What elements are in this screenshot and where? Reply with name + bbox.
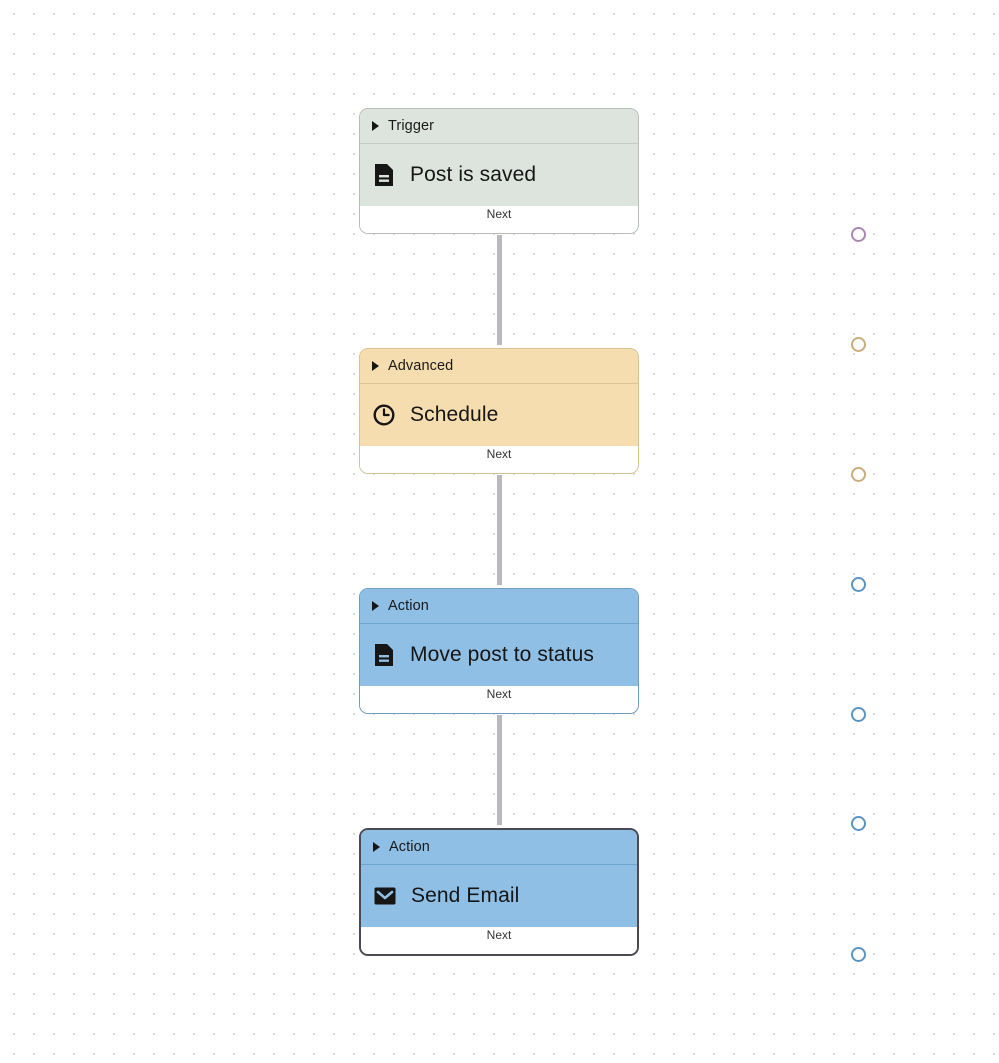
port-in-action-move[interactable] [851,577,866,592]
node-header-trigger[interactable]: Trigger [360,109,638,143]
node-category-label: Action [388,598,429,614]
node-footer-label: Next [486,928,512,942]
chevron-right-icon[interactable] [372,601,379,611]
port-out-advanced[interactable] [851,467,866,482]
node-header-action-send-email[interactable]: Action [361,830,637,864]
envelope-icon [373,884,397,908]
node-footer-next[interactable]: Next [361,927,637,954]
chevron-right-icon[interactable] [373,842,380,852]
node-footer-next[interactable]: Next [360,206,638,233]
node-body-trigger[interactable]: Post is saved [360,144,638,206]
document-icon [372,643,396,667]
node-footer-label: Next [486,447,512,461]
node-body-advanced[interactable]: Schedule [360,384,638,446]
node-category-label: Advanced [388,358,454,374]
node-title: Post is saved [410,163,537,186]
node-trigger-post-is-saved[interactable]: Trigger Post is saved Next [359,108,866,242]
node-header-advanced[interactable]: Advanced [360,349,638,383]
node-footer-label: Next [486,207,512,221]
node-footer-label: Next [486,687,512,701]
port-in-action-send-email[interactable] [851,816,866,831]
node-divider [360,623,638,624]
document-icon [372,163,396,187]
node-title: Move post to status [410,643,594,666]
chevron-right-icon[interactable] [372,121,379,131]
port-out-action-move[interactable] [851,707,866,722]
node-footer-next[interactable]: Next [360,686,638,713]
port-in-advanced[interactable] [851,337,866,352]
node-body-action-move[interactable]: Move post to status [360,624,638,686]
node-header-action-move[interactable]: Action [360,589,638,623]
node-category-label: Trigger [388,118,435,134]
chevron-right-icon[interactable] [372,361,379,371]
port-out-action-send-email[interactable] [851,947,866,962]
node-category-label: Action [389,839,430,855]
node-title: Send Email [411,884,520,907]
port-out-trigger[interactable] [851,227,866,242]
node-title: Schedule [410,403,499,426]
node-divider [360,143,638,144]
node-action-send-email[interactable]: Action Send Email Next [359,816,866,962]
node-divider [360,383,638,384]
node-divider [361,864,637,865]
clock-icon [372,403,396,427]
node-action-move-post-to-status[interactable]: Action Move post to status Next [359,577,866,722]
node-footer-next[interactable]: Next [360,446,638,473]
node-advanced-schedule[interactable]: Advanced Schedule Next [359,337,866,482]
node-body-action-send-email[interactable]: Send Email [361,865,637,927]
